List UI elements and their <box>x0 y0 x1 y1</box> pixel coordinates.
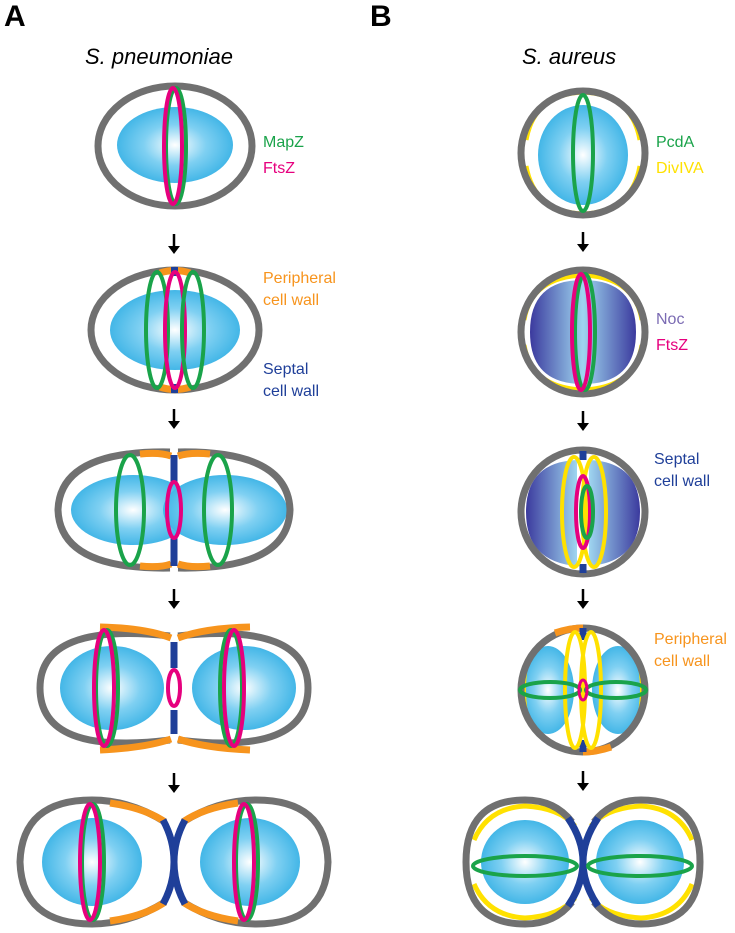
label-noc: Noc <box>656 311 684 328</box>
label-septal-b-1: Septal <box>654 451 699 468</box>
b-stage-4 <box>517 624 649 756</box>
a-stage-3 <box>54 448 294 572</box>
arrow-head-b-2 <box>577 423 589 431</box>
arrow-head-b-1 <box>577 244 589 252</box>
label-divіva: DivIVA <box>656 160 704 177</box>
label-septal-a-1: Septal <box>263 361 308 378</box>
arrow-head-a-4 <box>168 785 180 793</box>
label-ftsz-a: FtsZ <box>263 160 295 177</box>
label-mapz: MapZ <box>263 134 304 151</box>
label-peripheral-a-1: Peripheral <box>263 270 336 287</box>
panel-letter-a: A <box>4 0 26 33</box>
a-stage-1 <box>94 82 256 210</box>
b-stage-1 <box>517 87 649 219</box>
label-ftsz-b: FtsZ <box>656 337 688 354</box>
label-peripheral-a-2: cell wall <box>263 292 319 309</box>
b-stage-3 <box>517 446 649 578</box>
a-stage-5 <box>16 796 332 928</box>
arrow-head-b-4 <box>577 783 589 791</box>
label-septal-a-2: cell wall <box>263 383 319 400</box>
label-peripheral-b-2: cell wall <box>654 653 710 670</box>
species-title-a: S. pneumoniae <box>85 44 233 69</box>
a-stage-2 <box>87 266 263 394</box>
b-stage-2 <box>517 266 649 398</box>
b-stage-5 <box>462 796 704 928</box>
arrow-head-a-3 <box>168 601 180 609</box>
arrow-head-b-3 <box>577 601 589 609</box>
label-septal-b-2: cell wall <box>654 473 710 490</box>
label-peripheral-b-1: Peripheral <box>654 631 727 648</box>
label-pcda: PcdA <box>656 134 695 151</box>
arrow-head-a-1 <box>168 246 180 254</box>
species-title-b: S. aureus <box>522 44 616 69</box>
panel-letter-b: B <box>370 0 392 33</box>
a-stage-4 <box>36 623 312 754</box>
arrow-head-a-2 <box>168 421 180 429</box>
